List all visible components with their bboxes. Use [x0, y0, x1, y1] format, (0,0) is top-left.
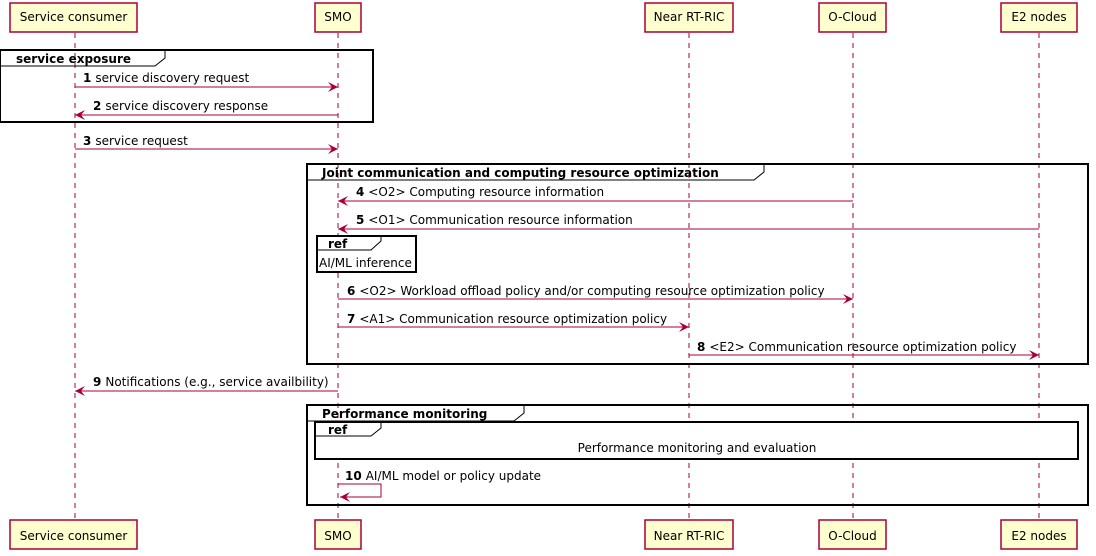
- group-service-exposure: service exposure: [0, 49, 374, 123]
- message-text: Notifications (e.g., service availbility…: [105, 375, 328, 389]
- messages: 1 service discovery request 2 service disc…: [75, 71, 1039, 502]
- message-number: 6: [347, 284, 355, 298]
- message-number: 1: [83, 71, 91, 85]
- message-8[interactable]: 8 <E2> Communication resource optimizatio…: [689, 340, 1039, 360]
- svg-text:6<O2> Workload offload policy: 6 <O2> Workload offload policy and/or com…: [347, 284, 825, 298]
- svg-text:8<E2> Communication resource o: 8 <E2> Communication resource optimizatio…: [697, 340, 1016, 354]
- participant-label: E2 nodes: [1011, 10, 1066, 24]
- message-text: service request: [95, 134, 188, 148]
- participant-label: O-Cloud: [828, 10, 876, 24]
- message-text: service discovery request: [95, 71, 249, 85]
- ref-text: Performance monitoring and evaluation: [578, 441, 817, 455]
- message-2[interactable]: 2 service discovery response: [75, 99, 338, 120]
- participant-label: Service consumer: [20, 10, 128, 24]
- participant-o-cloud[interactable]: O-Cloud: [818, 2, 887, 33]
- message-number: 2: [93, 99, 101, 113]
- group-title: service exposure: [16, 52, 131, 66]
- message-text: <A1> Communication resource optimization…: [359, 312, 667, 326]
- participant-near-rt-ric[interactable]: Near RT-RIC: [644, 2, 734, 33]
- svg-text:5<O1> Communication resource i: 5 <O1> Communication resource information: [356, 213, 633, 227]
- message-number: 7: [347, 312, 355, 326]
- participants-top: Service consumer SMO Near RT-RIC O-Cloud…: [9, 2, 1078, 33]
- ref-ai-ml-inference[interactable]: ref AI/ML inference: [316, 235, 420, 273]
- message-6[interactable]: 6 <O2> Workload offload policy and/or com…: [338, 284, 853, 304]
- ref-tag: ref: [328, 423, 348, 437]
- message-text: <E2> Communication resource optimization…: [709, 340, 1016, 354]
- message-number: 3: [83, 134, 91, 148]
- message-text: <O2> Computing resource information: [368, 185, 604, 199]
- message-5[interactable]: 5 <O1> Communication resource information: [338, 213, 1039, 234]
- group-title: Performance monitoring: [322, 407, 487, 421]
- group-performance-monitoring: Performance monitoring: [306, 404, 1089, 506]
- message-number: 8: [697, 340, 705, 354]
- svg-text:4<O2> Computing resource infor: 4 <O2> Computing resource information: [356, 185, 604, 199]
- svg-text:7<A1> Communication resource o: 7 <A1> Communication resource optimizatio…: [347, 312, 667, 326]
- participant-e2-nodes-bottom[interactable]: E2 nodes: [1000, 519, 1078, 550]
- ref-performance-evaluation[interactable]: ref Performance monitoring and evaluatio…: [314, 421, 1079, 460]
- participant-smo-bottom[interactable]: SMO: [314, 519, 362, 550]
- message-number: 10: [345, 469, 362, 483]
- participant-label: Service consumer: [20, 529, 128, 543]
- message-1[interactable]: 1 service discovery request: [75, 71, 338, 92]
- participant-label: O-Cloud: [828, 529, 876, 543]
- participant-label: SMO: [324, 10, 351, 24]
- participant-e2-nodes[interactable]: E2 nodes: [1000, 2, 1078, 33]
- participant-label: E2 nodes: [1011, 529, 1066, 543]
- participant-label: Near RT-RIC: [654, 529, 725, 543]
- participant-label: Near RT-RIC: [654, 10, 725, 24]
- message-text: AI/ML model or policy update: [366, 469, 541, 483]
- message-text: <O1> Communication resource information: [368, 213, 632, 227]
- group-joint-optimization: Joint communication and computing resour…: [306, 163, 1089, 365]
- participant-service-consumer[interactable]: Service consumer: [9, 2, 138, 33]
- message-number: 5: [356, 213, 364, 227]
- participant-label: SMO: [324, 529, 351, 543]
- participant-o-cloud-bottom[interactable]: O-Cloud: [818, 519, 887, 550]
- participant-near-rt-ric-bottom[interactable]: Near RT-RIC: [644, 519, 734, 550]
- group-title: Joint communication and computing resour…: [321, 166, 719, 180]
- message-7[interactable]: 7 <A1> Communication resource optimizatio…: [338, 312, 689, 332]
- participants-bottom: Service consumer SMO Near RT-RIC O-Cloud…: [9, 519, 1078, 550]
- message-number: 9: [93, 375, 101, 389]
- participant-service-consumer-bottom[interactable]: Service consumer: [9, 519, 138, 550]
- message-number: 4: [356, 185, 364, 199]
- ref-tag: ref: [328, 237, 348, 251]
- message-3[interactable]: 3 service request: [75, 134, 338, 154]
- ref-text: AI/ML inference: [319, 256, 412, 270]
- message-4[interactable]: 4 <O2> Computing resource information: [338, 185, 853, 206]
- message-text: service discovery response: [105, 99, 268, 113]
- participant-smo[interactable]: SMO: [314, 2, 362, 33]
- message-9[interactable]: 9 Notifications (e.g., service availbilit…: [75, 375, 338, 396]
- message-10[interactable]: 10 AI/ML model or policy update: [338, 469, 541, 502]
- message-text: <O2> Workload offload policy and/or comp…: [359, 284, 824, 298]
